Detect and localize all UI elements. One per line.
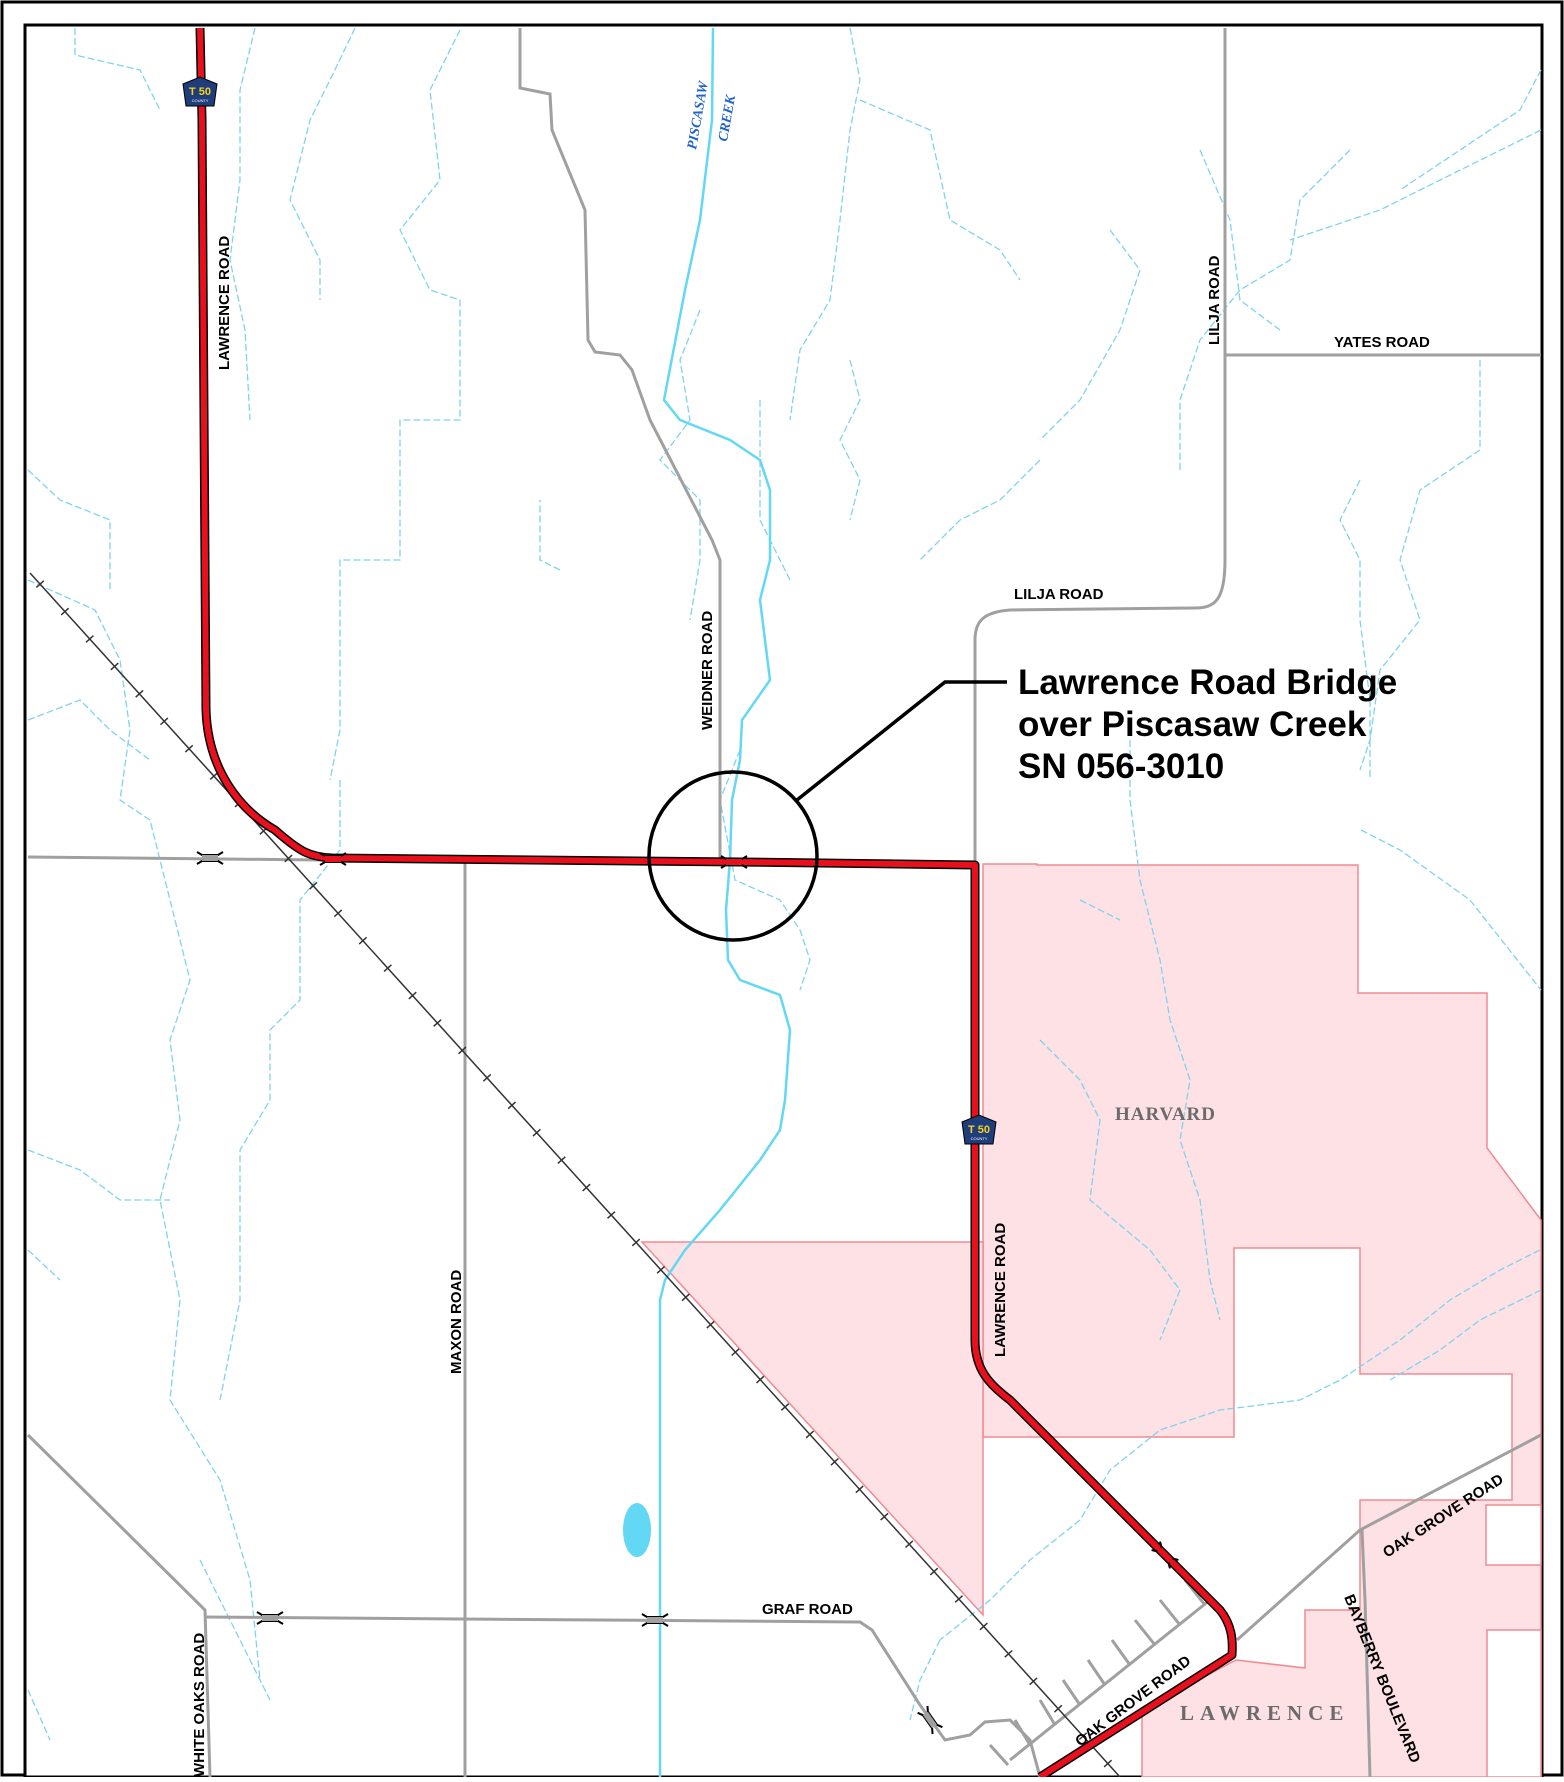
railroad-tick xyxy=(184,744,194,753)
railroad-tick xyxy=(458,1046,467,1055)
railroad-tick xyxy=(805,1430,815,1439)
railroad-tick xyxy=(408,991,417,1000)
drainage-streams xyxy=(27,27,1542,1741)
railroad-tick xyxy=(358,936,368,945)
shield-sub-label: COUNTY xyxy=(971,1136,988,1141)
bridge-callout-circle xyxy=(647,770,819,942)
shield-label: T 50 xyxy=(968,1124,990,1136)
label-yates-road: YATES ROAD xyxy=(1334,334,1430,351)
railroad-tick xyxy=(855,1485,864,1494)
railroad xyxy=(29,572,1121,1778)
railroad-tick xyxy=(1053,1704,1063,1713)
callout-title-line3: SN 056-3010 xyxy=(1018,747,1224,786)
callout-title-line1: Lawrence Road Bridge xyxy=(1018,663,1397,702)
bridge-icon xyxy=(196,851,224,865)
railroad-tick xyxy=(880,1512,889,1521)
route-shield-south: T 50 COUNTY xyxy=(961,1114,997,1145)
bridge-icon xyxy=(641,1613,669,1627)
railroad-tick xyxy=(731,1348,740,1357)
railroad-tick xyxy=(706,1320,715,1329)
railroad-tick xyxy=(1078,1732,1088,1741)
local-roads xyxy=(26,28,1542,1778)
label-lawrence-road-south: LAWRENCE ROAD xyxy=(992,1223,1009,1357)
railroad-tick xyxy=(1029,1677,1038,1686)
shield-sub-label: COUNTY xyxy=(192,98,209,103)
bridge-icon xyxy=(1151,1541,1179,1569)
label-weidner-road: WEIDNER ROAD xyxy=(699,611,716,730)
railroad-tick xyxy=(954,1595,964,1603)
railroad-tick xyxy=(532,1128,541,1137)
harvard-municipal-area xyxy=(640,863,1542,1778)
railroad-tick xyxy=(904,1540,914,1549)
shield-label: T 50 xyxy=(189,86,211,98)
label-lawrence-road-north: LAWRENCE ROAD xyxy=(216,236,233,370)
callout-leader-line xyxy=(795,680,1007,802)
railroad-tick xyxy=(60,607,70,616)
label-lilja-road-horizontal: LILJA ROAD xyxy=(1014,586,1104,603)
label-graf-road: GRAF ROAD xyxy=(762,1601,853,1618)
bridge-icon xyxy=(256,1611,284,1625)
railroad-tick xyxy=(135,689,144,698)
railroad-tick xyxy=(557,1156,566,1165)
railroad-tick xyxy=(383,964,392,973)
label-maxon-road: MAXON ROAD xyxy=(448,1270,465,1374)
label-lawrence: LAWRENCE xyxy=(1180,1701,1349,1725)
railroad-tick xyxy=(309,881,318,890)
label-harvard: HARVARD xyxy=(1115,1104,1216,1125)
railroad-tick xyxy=(780,1403,790,1411)
railroad-tick xyxy=(830,1457,839,1466)
piscasaw-creek xyxy=(658,27,792,1777)
label-lilja-road-vertical: LILJA ROAD xyxy=(1206,255,1223,345)
callout-title-line2: over Piscasaw Creek xyxy=(1018,705,1367,744)
railroad-tick xyxy=(482,1073,492,1082)
railroad-tick xyxy=(284,854,293,863)
railroad-tick xyxy=(979,1622,988,1631)
railroad-tick xyxy=(35,580,45,589)
railroad-tick xyxy=(582,1183,591,1192)
railroad-tick xyxy=(209,772,219,781)
railroad-tick xyxy=(631,1238,641,1247)
railroad-tick xyxy=(606,1211,616,1219)
railroad-tick xyxy=(85,635,94,643)
railroad-tick xyxy=(755,1375,765,1384)
pond xyxy=(623,1503,651,1557)
bridge-icon-subject xyxy=(720,855,748,869)
bridge-icon xyxy=(917,1705,943,1735)
railroad-tick xyxy=(656,1265,666,1274)
railroad-tick xyxy=(681,1293,690,1302)
railroad-tick xyxy=(929,1567,939,1576)
railroad-tick xyxy=(1103,1759,1113,1768)
bridge-icon xyxy=(319,852,347,866)
label-white-oaks-road: WHITE OAKS ROAD xyxy=(191,1633,208,1777)
railroad-tick xyxy=(433,1019,442,1027)
route-shield-north: T 50 COUNTY xyxy=(182,76,218,107)
railroad-tick xyxy=(1004,1649,1013,1658)
railroad-tick xyxy=(110,662,119,671)
railroad-tick xyxy=(333,909,343,918)
railroad-tick xyxy=(160,717,169,726)
railroad-tick xyxy=(507,1101,517,1110)
municipal-holes xyxy=(1485,1504,1542,1778)
bridge-symbols xyxy=(196,851,1179,1735)
